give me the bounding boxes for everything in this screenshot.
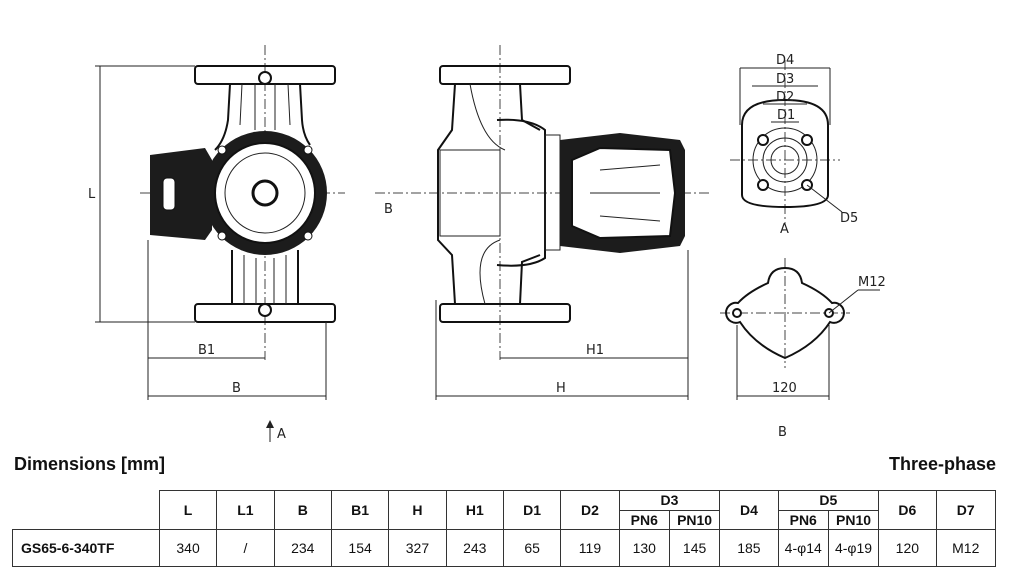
dim-label-L: L xyxy=(88,187,96,202)
dim-label-B1: B1 xyxy=(198,343,215,358)
dim-label-B: B xyxy=(232,381,241,396)
view-b-label: B xyxy=(778,425,787,440)
side-view: B H1 H xyxy=(375,45,710,400)
header-model-blank xyxy=(12,490,160,530)
dim-label-D4: D4 xyxy=(776,53,794,68)
header-B1: B1 xyxy=(330,490,390,530)
header-D7: D7 xyxy=(935,490,997,530)
dim-label-M12: M12 xyxy=(858,275,886,290)
front-view: L B1 B A xyxy=(88,45,345,442)
header-D5-PN6: PN6 xyxy=(777,509,829,530)
header-L: L xyxy=(158,490,218,530)
cell-D3-PN10: 145 xyxy=(668,529,721,567)
technical-drawing: L B1 B A B H1 xyxy=(88,45,886,442)
dim-label-H1: H1 xyxy=(586,343,604,358)
cell-D4: 185 xyxy=(719,529,779,567)
header-D1: D1 xyxy=(502,490,562,530)
header-D5: D5 xyxy=(777,490,880,511)
header-D6: D6 xyxy=(878,490,937,530)
cell-D7: M12 xyxy=(935,529,997,567)
header-L1: L1 xyxy=(216,490,275,530)
cell-D5-PN10: 4-φ19 xyxy=(827,529,880,567)
cell-D1: 65 xyxy=(502,529,562,567)
header-H1: H1 xyxy=(445,490,504,530)
cell-D6: 120 xyxy=(878,529,937,567)
cell-B1: 154 xyxy=(330,529,390,567)
header-D2: D2 xyxy=(560,490,620,530)
cell-D2: 119 xyxy=(560,529,620,567)
cell-D5-PN6: 4-φ14 xyxy=(777,529,829,567)
flange-view-a: D4 D3 D2 D1 D5 A xyxy=(730,53,858,237)
header-D4: D4 xyxy=(719,490,779,530)
section-title: Dimensions [mm] xyxy=(14,454,166,474)
header-D3: D3 xyxy=(618,490,721,511)
header-H: H xyxy=(388,490,447,530)
header-D3-PN10: PN10 xyxy=(668,509,721,530)
flange-view-b: M12 120 B xyxy=(720,258,886,440)
header-B: B xyxy=(273,490,332,530)
view-a-arrow-label: A xyxy=(277,427,286,442)
cell-L1: / xyxy=(216,529,275,567)
cell-model: GS65-6-340TF xyxy=(12,529,160,567)
header-D5-PN10: PN10 xyxy=(827,509,880,530)
dim-label-D5: D5 xyxy=(840,211,858,226)
cell-L: 340 xyxy=(158,529,218,567)
phase-label: Three-phase xyxy=(888,454,996,474)
dim-label-D2: D2 xyxy=(776,90,794,105)
cell-H1: 243 xyxy=(445,529,504,567)
dimensions-table: L L1 B B1 H H1 D1 D2 D3 D4 D5 D6 D7 PN6 … xyxy=(12,490,997,567)
cell-H: 327 xyxy=(388,529,447,567)
view-a-label: A xyxy=(780,222,789,237)
header-D3-PN6: PN6 xyxy=(618,509,670,530)
dim-label-D1: D1 xyxy=(777,108,795,123)
dim-label-D3: D3 xyxy=(776,72,794,87)
cell-B: 234 xyxy=(273,529,332,567)
view-b-arrow-label: B xyxy=(384,202,393,217)
table-row: GS65-6-340TF 340 / 234 154 327 243 65 11… xyxy=(12,529,997,567)
dim-label-120: 120 xyxy=(772,381,797,396)
dim-label-H: H xyxy=(556,381,566,396)
cell-D3-PN6: 130 xyxy=(618,529,670,567)
